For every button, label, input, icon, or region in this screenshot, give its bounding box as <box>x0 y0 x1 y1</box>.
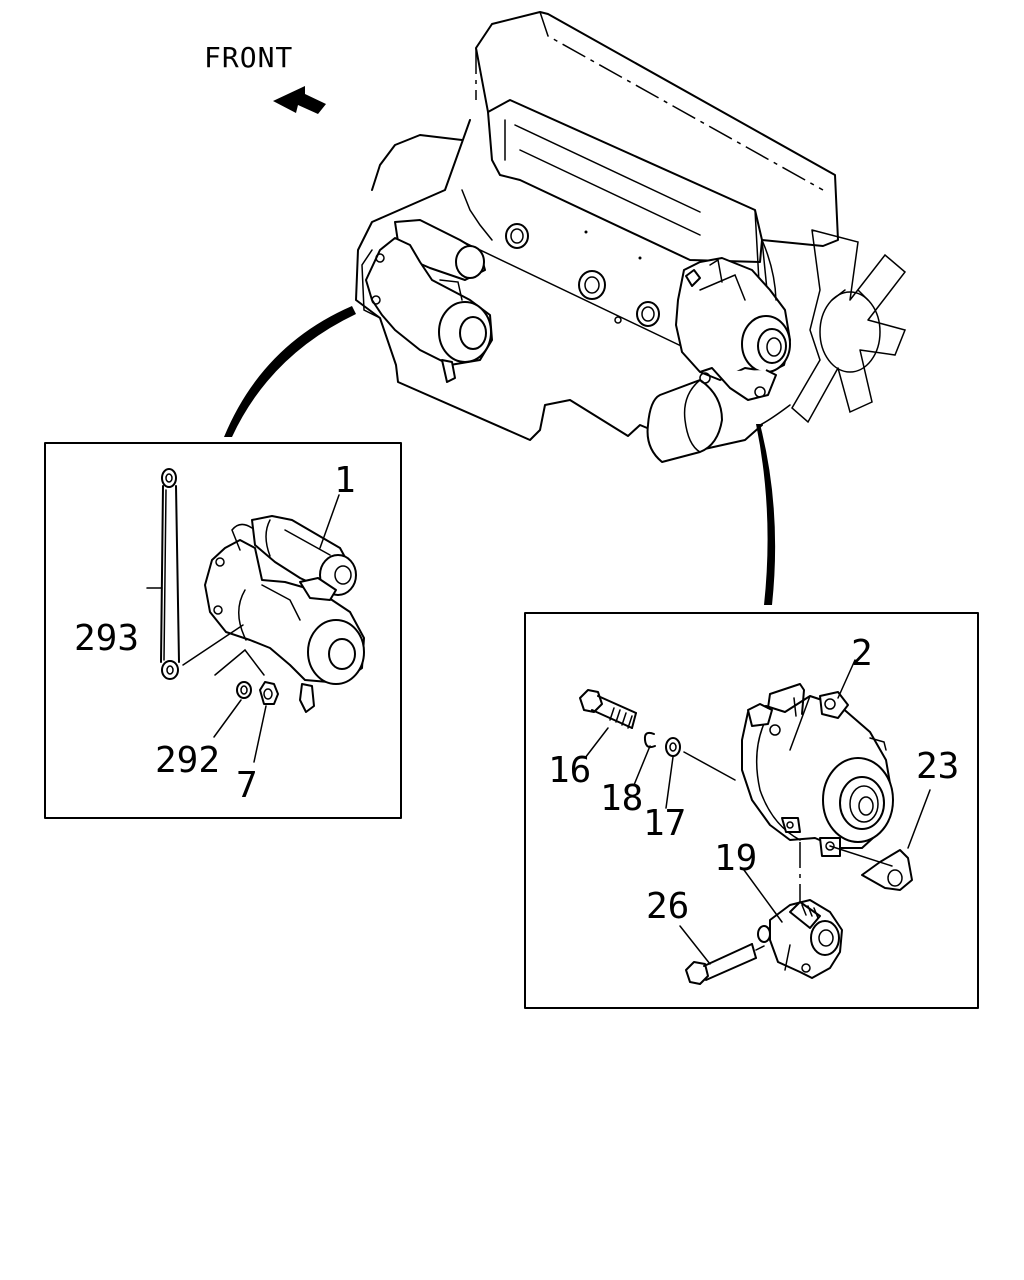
callout-292: 292 <box>155 740 220 781</box>
stud-to-starter-line <box>182 624 244 666</box>
callout-16-leader <box>584 727 609 759</box>
callout-19-leader <box>743 869 783 923</box>
fastener-bracket-line <box>214 648 265 676</box>
callout-17: 17 <box>643 803 686 844</box>
front-arrow-icon <box>273 86 326 114</box>
alternator-part <box>741 683 894 857</box>
plate-part <box>829 845 913 891</box>
alternator-detail-frame <box>524 612 979 1009</box>
engine-block <box>355 11 907 463</box>
callout-23-leader <box>907 789 931 849</box>
callout-292-leader <box>213 699 242 738</box>
nut-part <box>259 681 279 705</box>
washer-part <box>665 737 681 757</box>
callout-18: 18 <box>600 778 643 819</box>
callout-19: 19 <box>714 838 757 879</box>
callout-1: 1 <box>334 460 356 501</box>
bolt-axis-line <box>683 751 736 781</box>
adjust-bolt-part <box>685 943 765 985</box>
callout-2-leader <box>837 659 856 699</box>
callout-1-leader <box>319 494 340 549</box>
callout-16: 16 <box>548 750 591 791</box>
alternator-detail-pointer <box>756 424 776 605</box>
stud-part <box>160 468 180 680</box>
starter-motor-part <box>204 515 365 713</box>
callout-7: 7 <box>236 765 258 806</box>
callout-293: 293 <box>74 618 139 659</box>
callout-26: 26 <box>646 886 689 927</box>
starter-detail-pointer <box>224 306 356 437</box>
callout-18-leader <box>633 745 651 786</box>
spring-washer-part <box>643 731 656 749</box>
adjust-bracket-part <box>757 899 843 979</box>
lock-washer-part <box>236 681 252 699</box>
front-label: FRONT <box>204 41 293 74</box>
callout-7-leader <box>253 705 267 763</box>
bolt-part <box>579 689 637 729</box>
callout-17-leader <box>665 756 674 809</box>
starter-detail-frame <box>44 442 402 819</box>
callout-26-leader <box>679 925 711 965</box>
callout-2: 2 <box>851 633 873 674</box>
callout-23: 23 <box>916 746 959 787</box>
